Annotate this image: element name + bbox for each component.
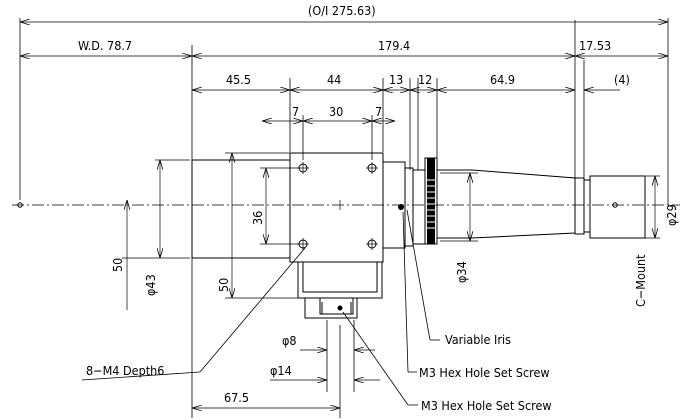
leader-lines: [81, 209, 440, 406]
dimension-lines: [20, 22, 668, 408]
dim-overall: (O/I 275.63): [308, 3, 376, 18]
dim-dia-tube: φ34: [454, 261, 469, 283]
axis-point-right: [612, 202, 618, 208]
dim-block-lower: 50: [216, 278, 231, 292]
dim-body-length: 179.4: [378, 38, 410, 53]
extension-lines: [19, 18, 669, 418]
bottom-screw: [337, 305, 343, 311]
dim-mount-length: 17.53: [579, 38, 611, 53]
dim-mount-4: (4): [614, 72, 630, 87]
label-set-screw-2: M3 Hex Hole Set Screw: [421, 398, 552, 413]
iris-screw: [398, 204, 404, 210]
label-variable-iris: Variable Iris: [445, 332, 511, 347]
dim-seg-block: 44: [327, 72, 341, 87]
label-mounting-holes: 8−M4 Depth6: [86, 363, 164, 378]
dim-dia-port: φ8: [282, 333, 297, 348]
hole-center-marks: [297, 162, 378, 250]
lens-body: [191, 152, 646, 319]
dim-dia-boss: φ14: [270, 363, 292, 378]
dim-block-height: 36: [250, 211, 265, 225]
label-c-mount: C−Mount: [633, 254, 648, 307]
extension-lines-h: [122, 152, 660, 299]
dim-seg-front: 45.5: [226, 72, 251, 87]
dim-dia-front: φ43: [143, 274, 158, 296]
dim-working-distance: W.D. 78.7: [78, 38, 132, 53]
mounting-holes: [298, 163, 377, 249]
dim-seg-rear: 64.9: [490, 72, 515, 87]
dim-hole-pitch: 30: [329, 104, 343, 119]
dim-dia-mount: φ29: [664, 204, 679, 226]
dim-front-height: 50: [110, 258, 125, 272]
axis-point-left: [17, 202, 23, 208]
iris-ring: [427, 158, 435, 244]
label-set-screw-1: M3 Hex Hole Set Screw: [419, 365, 550, 380]
dim-hole-right: 7: [375, 104, 382, 119]
dim-seg-12: 12: [418, 72, 432, 87]
dim-seg-13: 13: [389, 72, 403, 87]
dim-bottom-len: 67.5: [224, 390, 249, 405]
dim-hole-left: 7: [292, 104, 299, 119]
